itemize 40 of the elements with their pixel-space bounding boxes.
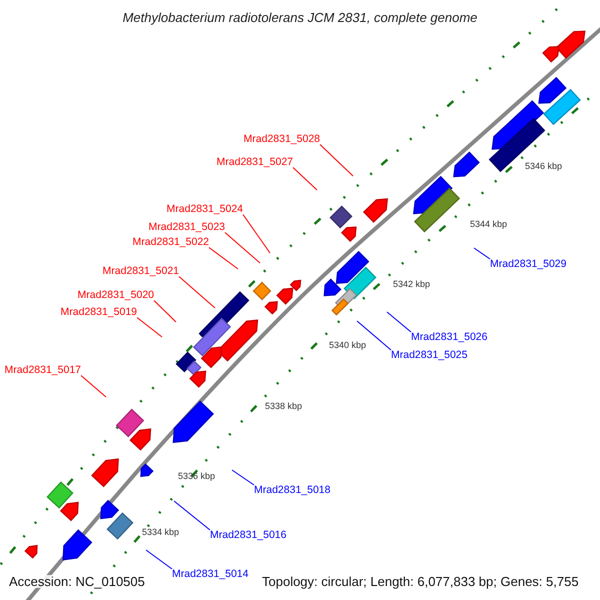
leader-line: [80, 375, 106, 398]
kbp-label: 5338 kbp: [265, 402, 302, 411]
gene-label: Mrad2831_5027: [216, 157, 293, 168]
gene-label: Mrad2831_5020: [78, 290, 154, 300]
leader-line: [320, 144, 354, 176]
kbp-label: 5342 kbp: [393, 280, 430, 289]
leader-line: [174, 500, 210, 530]
gene-label: Mrad2831_5025: [391, 350, 468, 360]
gene-label: Mrad2831_5023: [148, 222, 225, 232]
leader-line: [242, 214, 270, 254]
gene-label: Mrad2831_5018: [254, 485, 330, 496]
leader-line: [386, 312, 412, 332]
gene-label: Mrad2831_5014: [172, 569, 248, 580]
gene-label: Mrad2831_5017: [4, 365, 81, 376]
kbp-label: 5344 kbp: [470, 220, 508, 229]
title: Methylobacterium radiotolerans JCM 2831, complete genome: [122, 11, 478, 24]
kbp-label: 5346 kbp: [525, 162, 562, 171]
accession-text: Accession: NC_010505: [9, 575, 145, 588]
gene-label: Mrad2831_5026: [411, 332, 488, 342]
leader-line: [178, 276, 216, 308]
leader-line: [474, 248, 490, 260]
leader-line: [232, 470, 254, 486]
gene-label: Mrad2831_5019: [60, 307, 137, 318]
gene-label: Mrad2831_5022: [132, 237, 209, 248]
gene-label: Mrad2831_5021: [102, 266, 179, 276]
leader-line: [224, 232, 260, 264]
leader-line: [208, 247, 238, 270]
leader-line: [136, 317, 162, 338]
leader-line: [154, 300, 176, 322]
leader-line: [356, 320, 392, 350]
kbp-label: 5340 kbp: [329, 341, 366, 350]
kbp-label: 5334 kbp: [142, 528, 180, 537]
gene-label: Mrad2831_5024: [166, 204, 243, 214]
kbp-label: 5336 kbp: [178, 472, 216, 481]
gene-label: Mrad2831_5028: [244, 134, 320, 144]
leader-line: [292, 167, 318, 190]
gene-label: Mrad2831_5016: [210, 530, 286, 540]
gene-label: Mrad2831_5029: [490, 259, 566, 270]
genome-summary-text: Topology: circular; Length: 6,077,833 bp; Genes: 5,755: [262, 575, 579, 588]
leader-line: [146, 550, 172, 570]
